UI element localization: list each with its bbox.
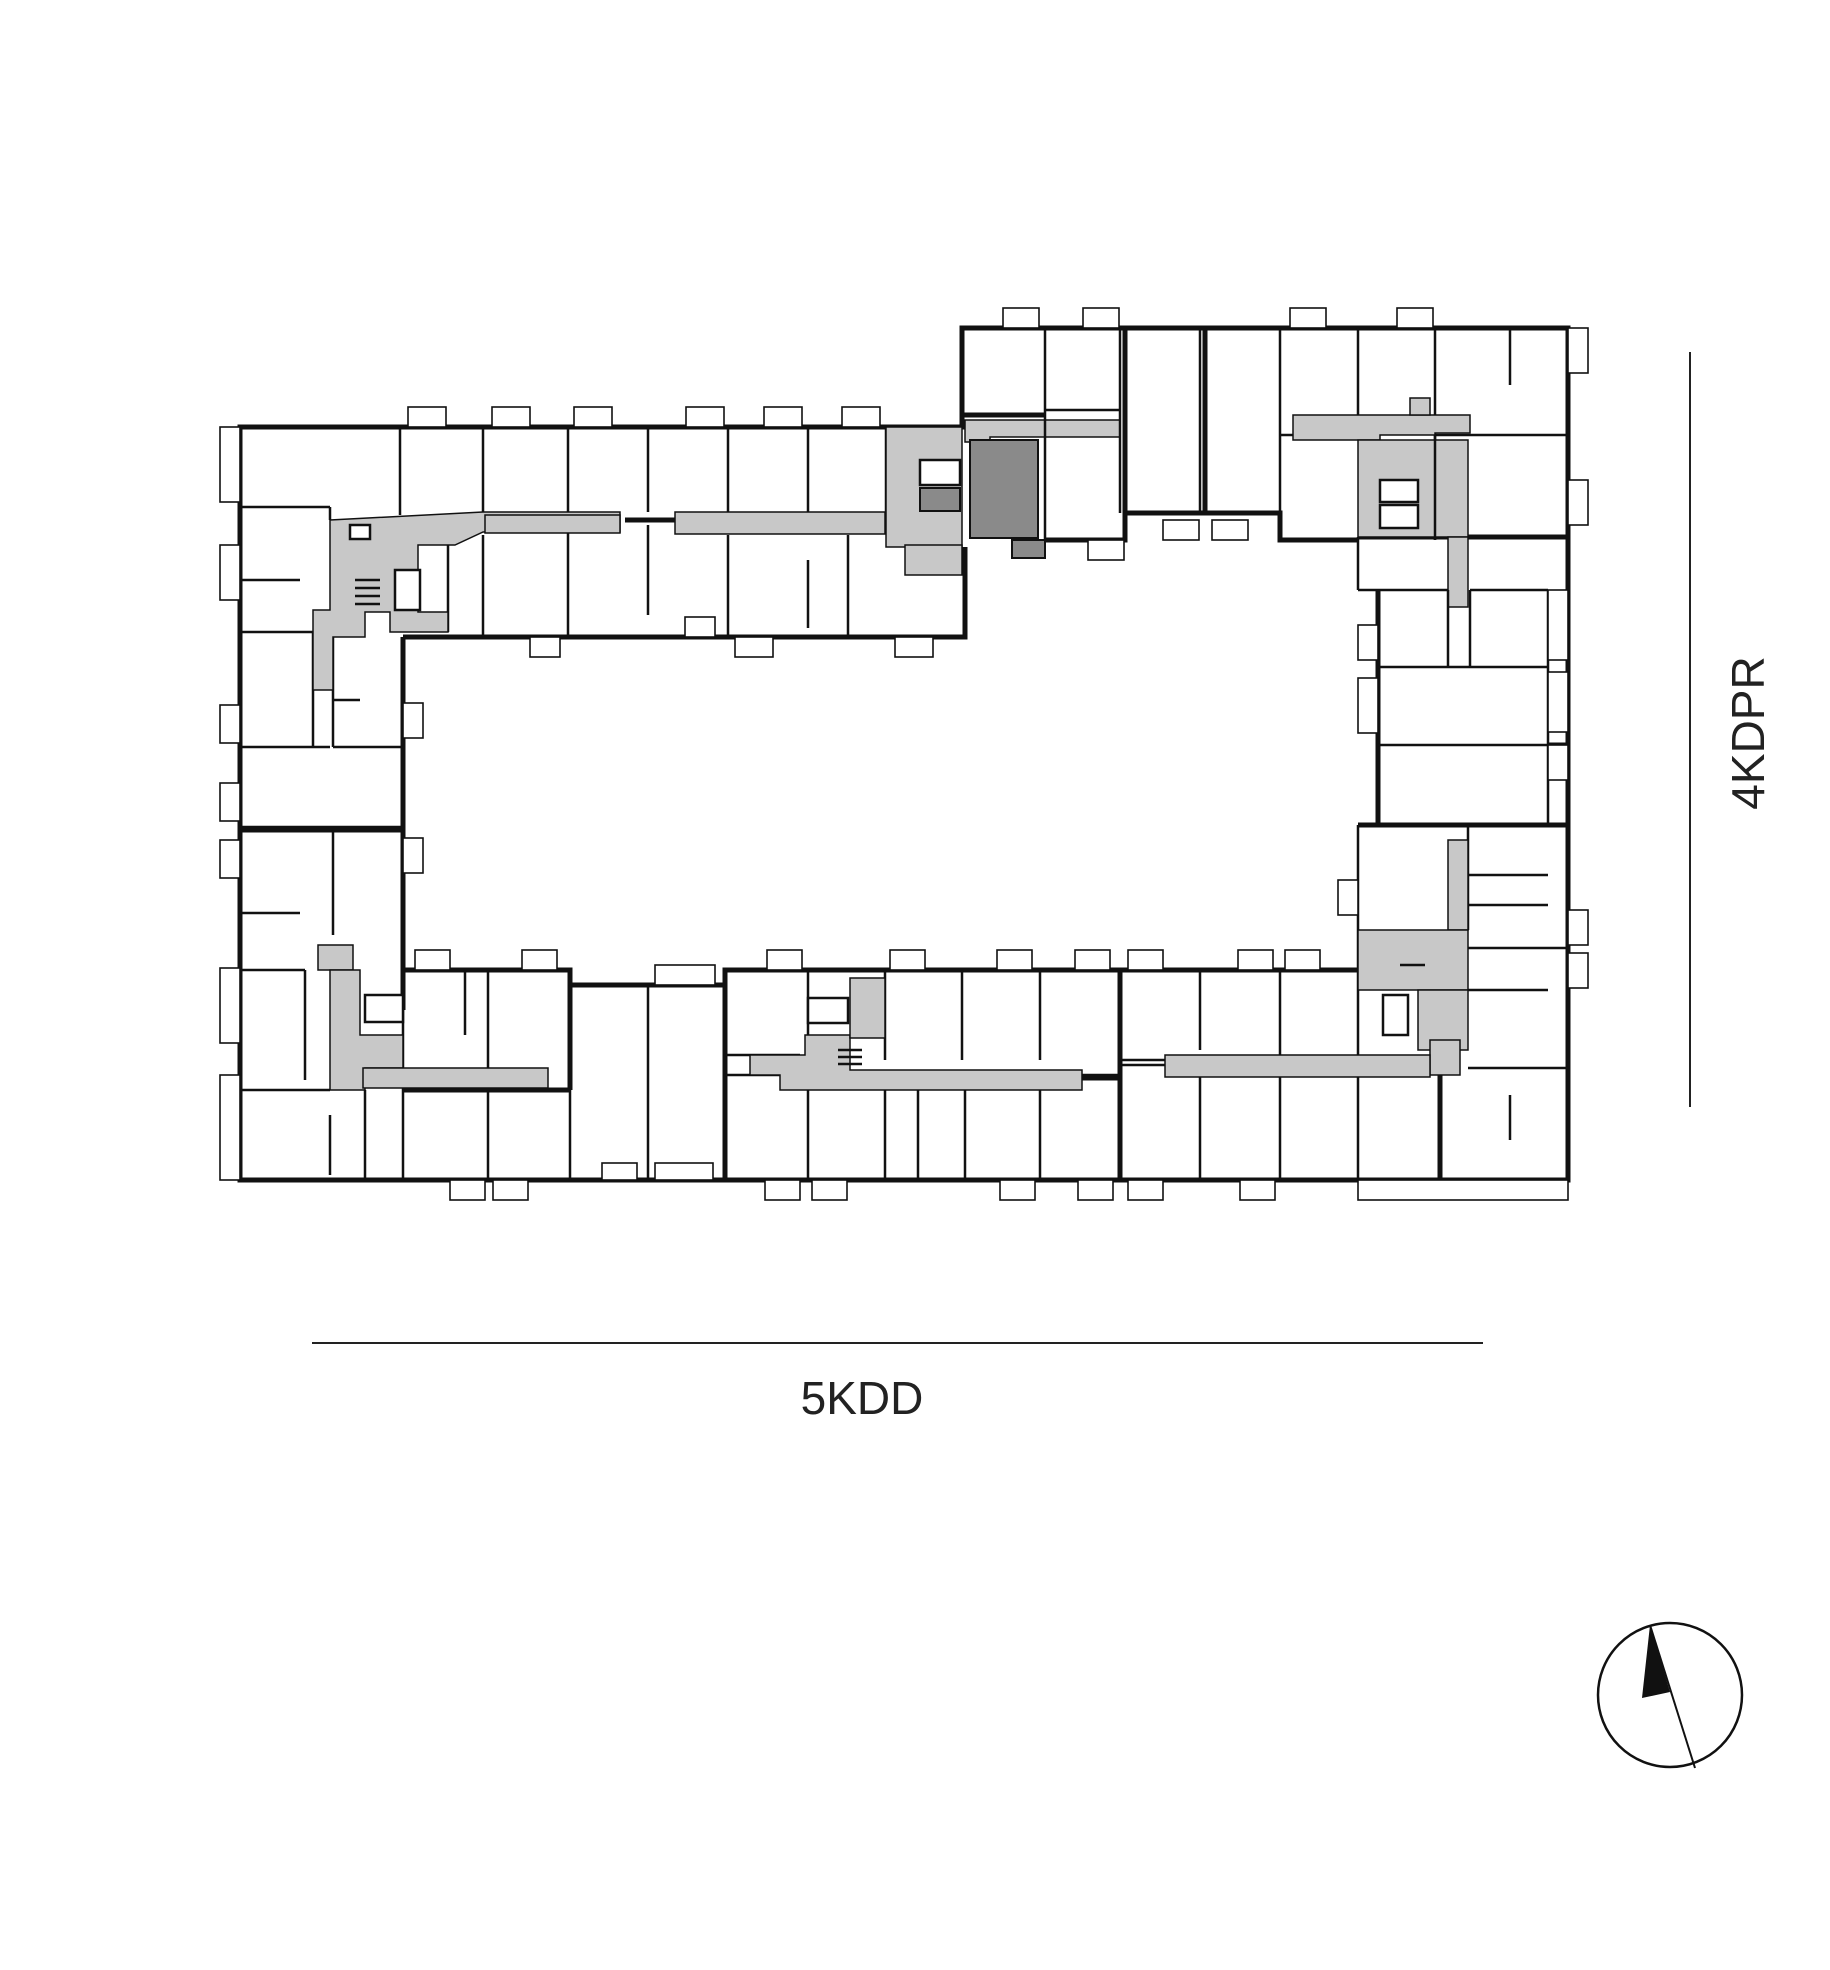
core-north-east — [1292, 397, 1471, 608]
core-south-west — [317, 944, 549, 1091]
core-south-center — [749, 977, 1431, 1091]
north-arrow-icon — [1596, 1621, 1744, 1769]
corridor-north — [312, 511, 886, 691]
core-south-east — [1357, 839, 1469, 1076]
dimension-horizontal: 5KDD — [312, 1342, 1483, 1424]
balconies — [219, 307, 1589, 1201]
dimension-horizontal-label: 5KDD — [801, 1372, 924, 1424]
wing-north-east — [962, 328, 1568, 590]
stair-south-center — [838, 1048, 862, 1066]
dimension-vertical-label: 4KDPR — [1722, 656, 1774, 809]
dimension-vertical: 4KDPR — [1689, 352, 1774, 1107]
wing-north-west — [240, 427, 968, 1010]
core-north-center — [885, 419, 1121, 576]
stair-north-west — [355, 578, 380, 606]
